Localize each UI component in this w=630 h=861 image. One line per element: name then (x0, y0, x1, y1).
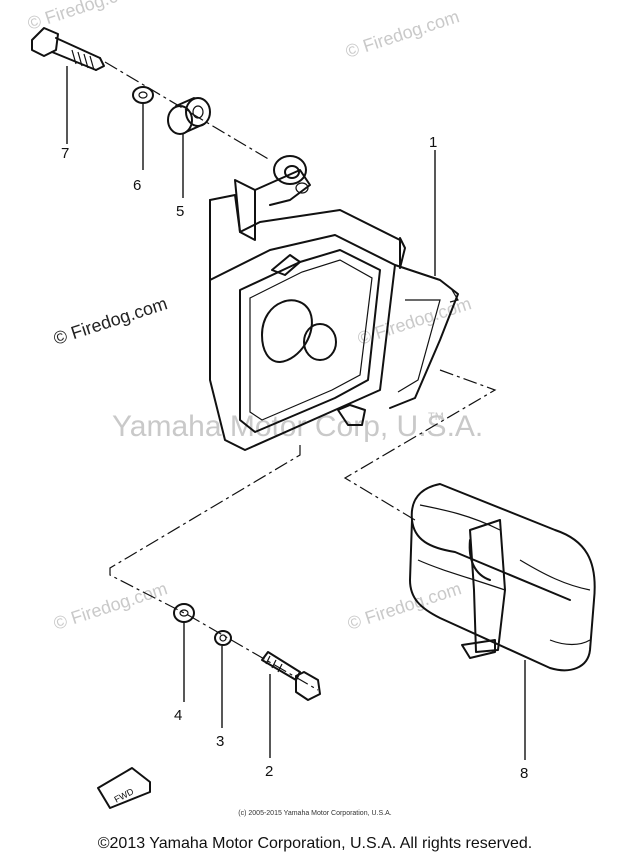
callouts: 1 2 3 4 5 6 7 8 (61, 134, 528, 782)
watermarks: © Firedog.com © Firedog.com © Firedog.co… (25, 0, 483, 634)
callout-2: 2 (265, 763, 273, 780)
watermark-firedog: © Firedog.com (51, 293, 170, 349)
fwd-arrow: FWD (97, 767, 151, 809)
callout-1: 1 (429, 134, 437, 151)
callout-3: 3 (216, 733, 224, 750)
assembly-lines (104, 61, 497, 691)
callout-7: 7 (61, 145, 69, 162)
callout-4: 4 (174, 707, 182, 724)
bolt-part-2 (261, 651, 321, 701)
watermark-tm: TM (428, 411, 444, 423)
grommet-part-5 (167, 97, 211, 135)
lockwasher-part-3 (214, 630, 232, 646)
washer-part-4 (173, 603, 195, 623)
bolt-part-7 (31, 27, 105, 71)
copyright-notice: ©2013 Yamaha Motor Corporation, U.S.A. A… (97, 835, 533, 852)
watermark-firedog: © Firedog.com (51, 578, 170, 634)
airbox-part-1 (209, 155, 459, 451)
watermark-firedog: © Firedog.com (345, 578, 464, 634)
washer-part-6 (132, 86, 154, 104)
callout-5: 5 (176, 203, 184, 220)
copyright-small: (c) 2005-2015 Yamaha Motor Corporation, … (238, 810, 392, 817)
callout-8: 8 (520, 765, 528, 782)
leader-lines (66, 66, 526, 760)
filter-part-8 (409, 483, 596, 672)
callout-6: 6 (133, 177, 141, 194)
watermark-firedog: © Firedog.com (343, 6, 462, 62)
